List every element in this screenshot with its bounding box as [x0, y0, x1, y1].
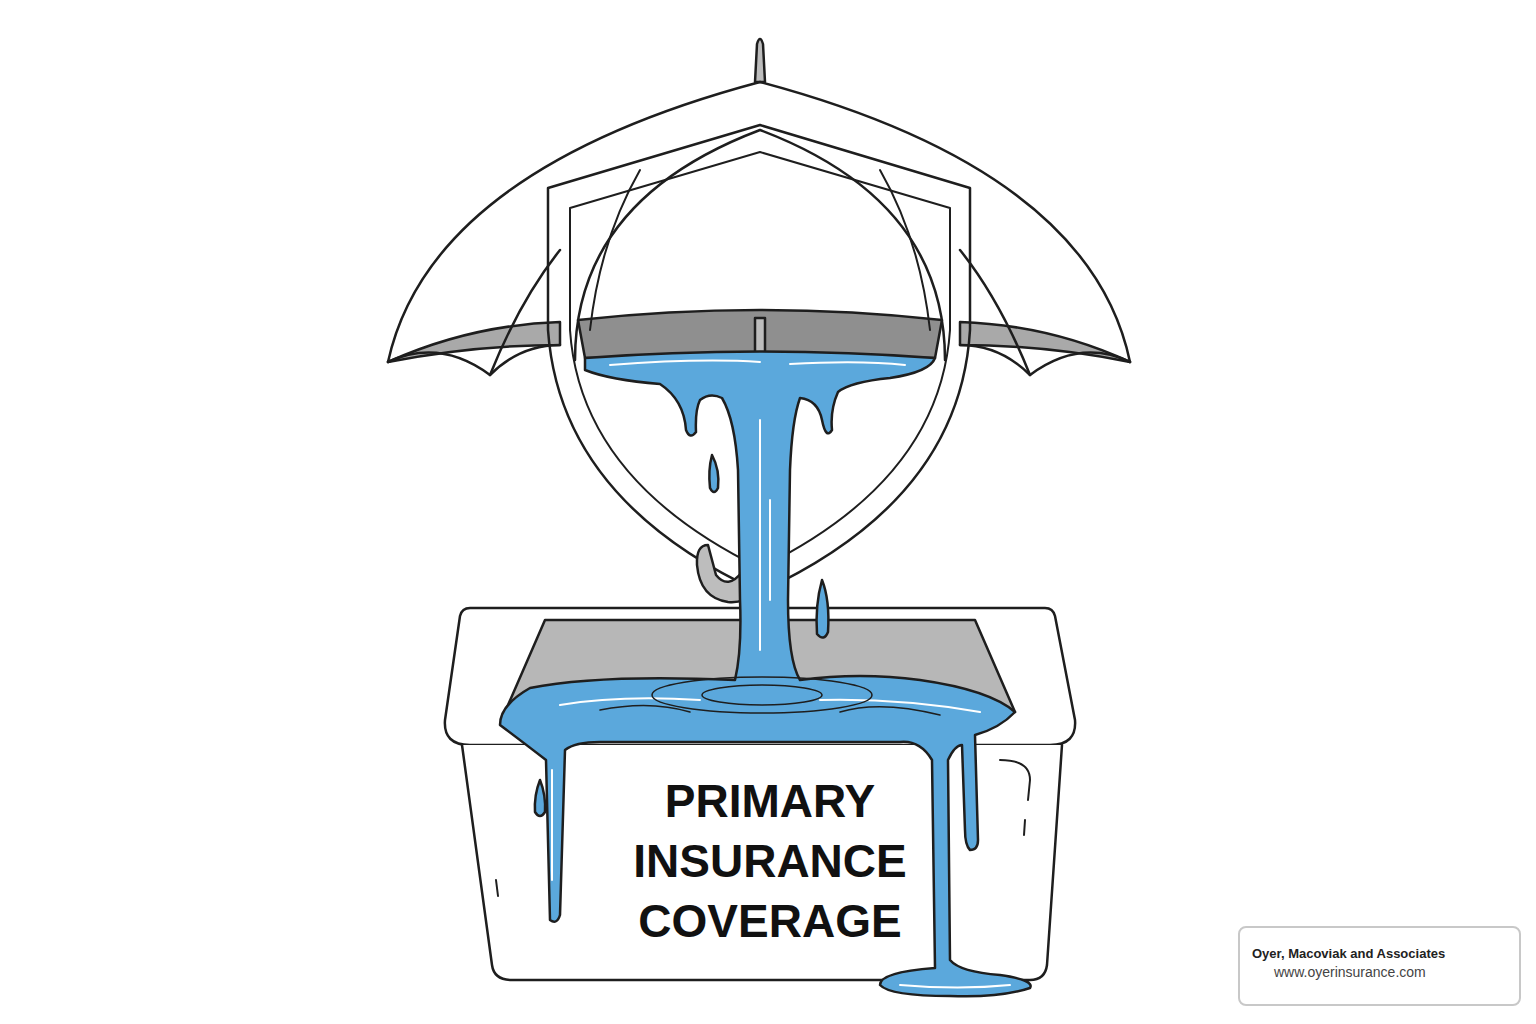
water-shine	[552, 361, 1010, 988]
water-ripple	[600, 677, 940, 715]
watermark-box: Oyer, Macoviak and Associateswww.oyerins…	[1238, 926, 1521, 1006]
water-drop	[535, 780, 545, 816]
umbrella-tip	[755, 39, 765, 82]
water-drop	[709, 455, 718, 492]
website-url: www.oyerinsurance.com	[1252, 963, 1509, 981]
water-stream	[500, 352, 1031, 997]
water	[500, 352, 1031, 997]
water-drop	[817, 580, 829, 638]
coverage-label: PRIMARY INSURANCE COVERAGE	[620, 772, 920, 951]
box-label-area: PRIMARY INSURANCE COVERAGE	[500, 752, 1040, 972]
company-name: Oyer, Macoviak and Associates	[1252, 946, 1509, 963]
canopy-panel	[590, 170, 930, 330]
